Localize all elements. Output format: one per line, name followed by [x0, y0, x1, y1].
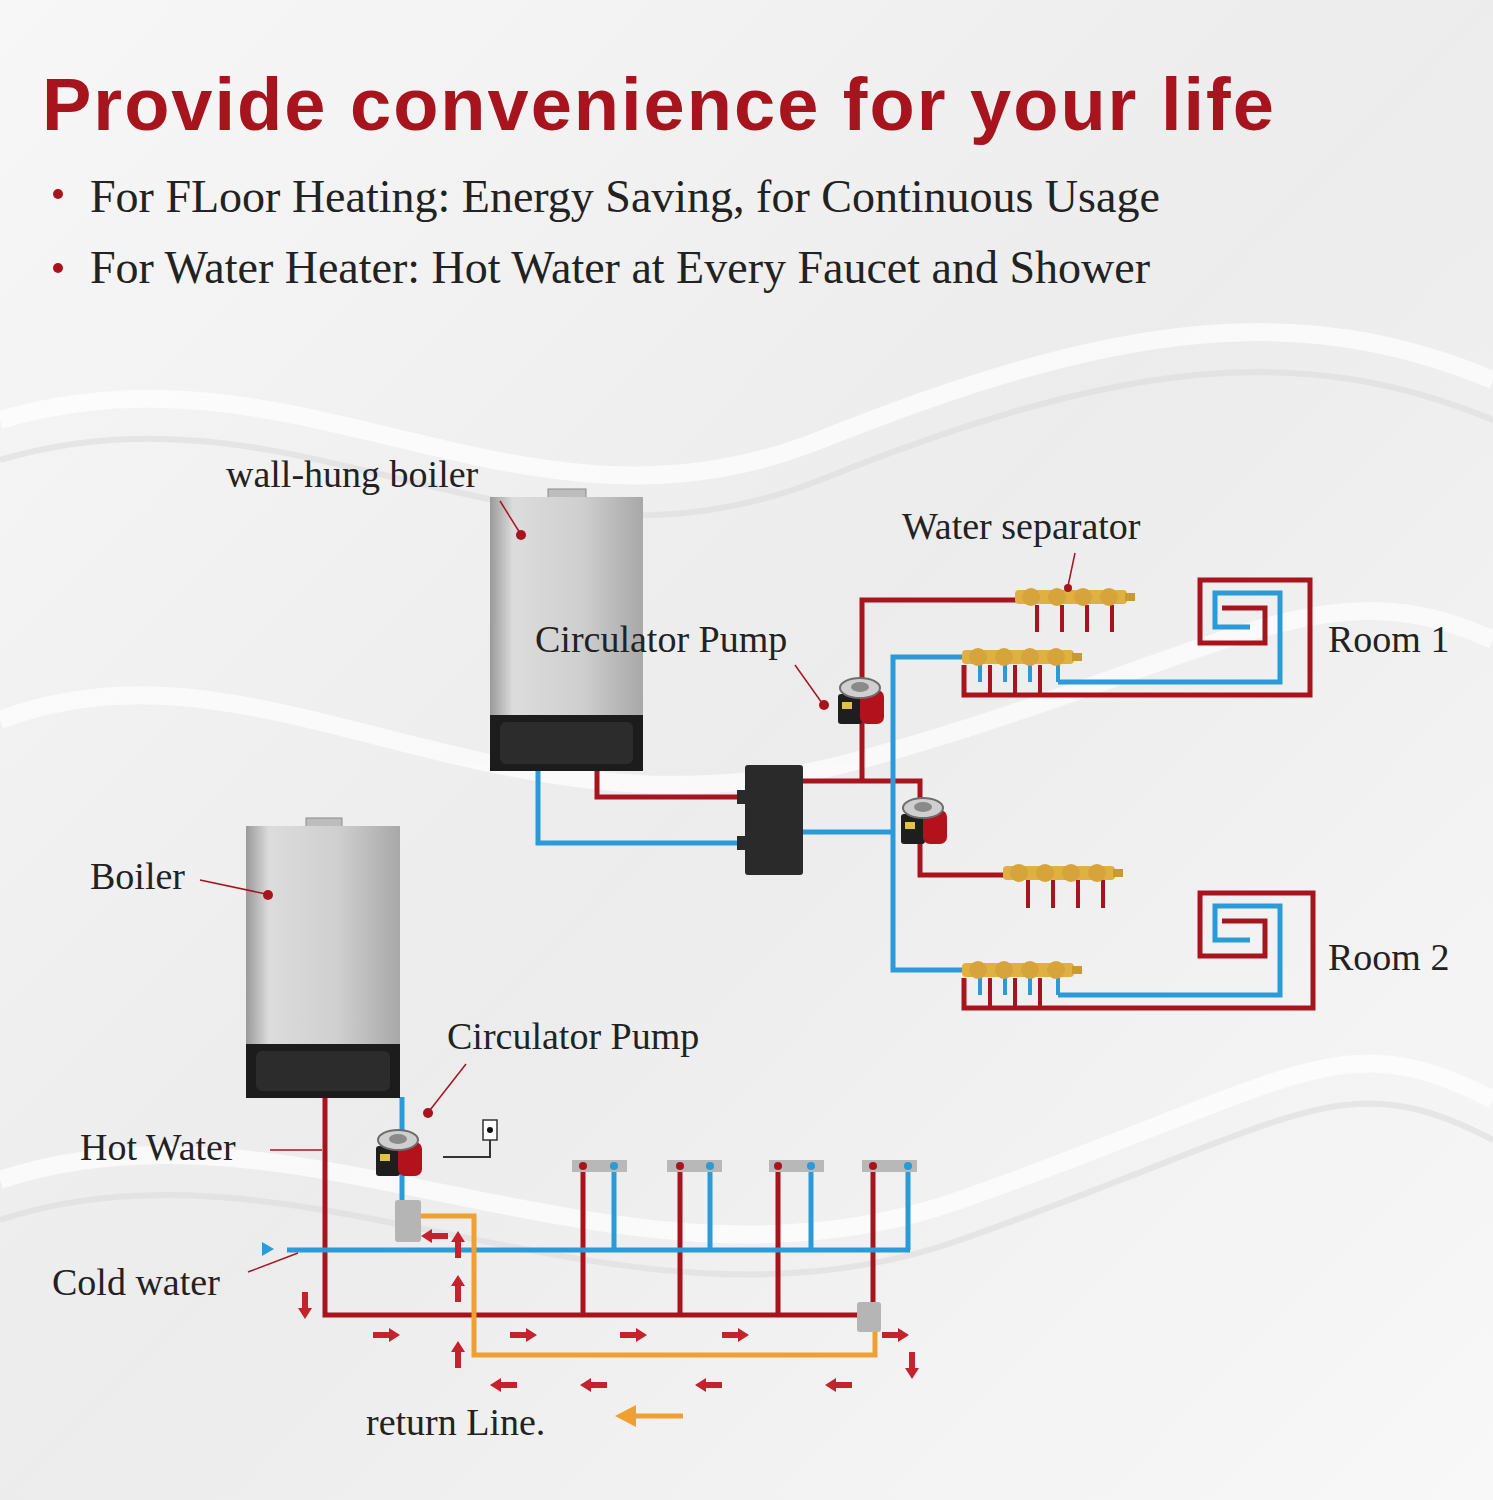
- return-arrow: [615, 1405, 683, 1427]
- pipe-label: Cold water: [52, 1261, 220, 1305]
- manifold-outlets: [980, 605, 1112, 1008]
- timer-switch: [443, 1120, 497, 1157]
- boiler: [246, 818, 400, 1098]
- tee-fitting: [395, 1200, 421, 1242]
- hot-water-pipes: [287, 1097, 910, 1355]
- component-label: Circulator Pump: [535, 618, 787, 662]
- page-title: Provide convenience for your life: [42, 62, 1276, 147]
- leader-dots: [263, 530, 1072, 1118]
- manifold: [1015, 588, 1135, 606]
- hydraulic-separator: [745, 765, 803, 875]
- bullet-dot: [53, 189, 63, 199]
- manifold: [962, 648, 1082, 666]
- circulator-pump: [901, 798, 947, 844]
- bullet-text: For Water Heater: Hot Water at Every Fau…: [90, 242, 1150, 295]
- component-label: wall-hung boiler: [226, 453, 478, 497]
- pipe-label: return Line.: [366, 1401, 545, 1445]
- component-label: Boiler: [90, 855, 185, 899]
- component-label: Water separator: [902, 505, 1141, 549]
- wave-pattern: [0, 332, 1493, 1234]
- circulator-pump: [376, 1130, 422, 1176]
- manifold: [962, 961, 1082, 979]
- room-label: Room 1: [1328, 618, 1449, 662]
- bullet-dot: [53, 263, 63, 273]
- flow-arrows: [298, 1229, 919, 1392]
- manifold: [1003, 864, 1123, 882]
- wave-pattern: [0, 372, 1493, 1274]
- inlet-arrow: [262, 1242, 274, 1256]
- fixture-outlets: [572, 1160, 917, 1172]
- leader-lines: [200, 501, 1075, 1272]
- bullet-text: For FLoor Heating: Energy Saving, for Co…: [90, 171, 1160, 224]
- component-label: Circulator Pump: [447, 1015, 699, 1059]
- room-label: Room 2: [1328, 936, 1449, 980]
- tee-fitting: [857, 1302, 881, 1332]
- circulator-pump: [838, 678, 884, 724]
- pipe-label: Hot Water: [80, 1126, 236, 1170]
